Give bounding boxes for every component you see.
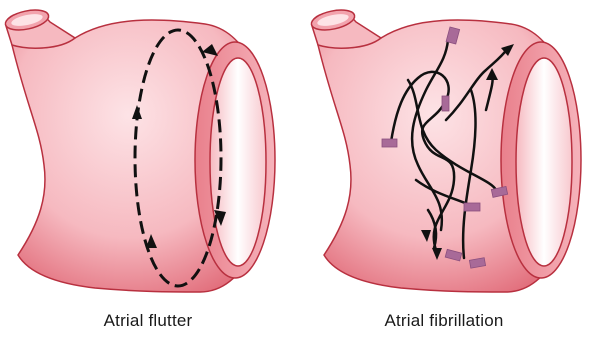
- caption-atrial-flutter: Atrial flutter: [0, 311, 296, 331]
- ectopic-focus: [442, 96, 449, 111]
- atrium-illustration-fibrillation: [296, 0, 592, 305]
- ectopic-focus: [382, 139, 397, 147]
- caption-atrial-fibrillation: Atrial fibrillation: [296, 311, 592, 331]
- ectopic-focus: [464, 203, 480, 211]
- atrium-illustration-flutter: [0, 0, 296, 305]
- atrium-opening: [210, 58, 266, 266]
- panel-atrial-fibrillation: Atrial fibrillation: [296, 0, 592, 339]
- atrium-opening: [516, 58, 572, 266]
- panel-atrial-flutter: Atrial flutter: [0, 0, 296, 339]
